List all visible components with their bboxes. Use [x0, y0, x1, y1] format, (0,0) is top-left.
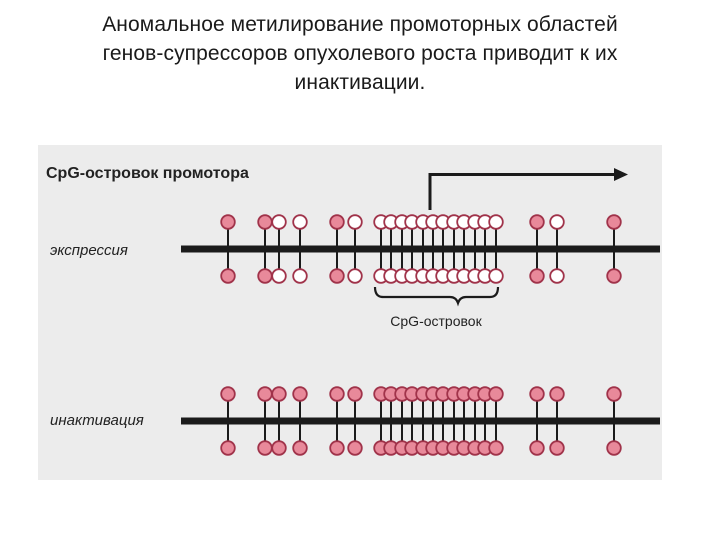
- expression-cpg-site: [435, 214, 451, 284]
- dna-row-expression: [181, 214, 660, 284]
- methylation-figure: CpG-островок промотора экспрессия инакти…: [38, 145, 662, 480]
- inactivation-cpg-site: [220, 386, 236, 456]
- expression-cpg-site: [220, 214, 236, 284]
- title-line-1: Аномальное метилирование промоторных обл…: [102, 13, 618, 36]
- unmethylated-cpg-icon: [347, 214, 363, 230]
- methylated-cpg-icon: [257, 268, 273, 284]
- slide-title: Аномальное метилирование промоторных обл…: [30, 10, 690, 97]
- methylation-diagram: CpG-островок промотора экспрессия инакти…: [46, 165, 660, 456]
- unmethylated-cpg-icon: [271, 214, 287, 230]
- cpg-island-label: CpG-островок: [390, 313, 482, 329]
- methylated-cpg-icon: [329, 386, 345, 402]
- expression-cpg-site: [549, 214, 565, 284]
- methylated-cpg-icon: [529, 214, 545, 230]
- inactivation-cpg-site: [347, 386, 363, 456]
- methylated-cpg-icon: [549, 440, 565, 456]
- inactivation-cpg-site: [329, 386, 345, 456]
- methylated-cpg-icon: [292, 386, 308, 402]
- methylated-cpg-icon: [549, 386, 565, 402]
- inactivation-cpg-site: [404, 386, 420, 456]
- unmethylated-cpg-icon: [488, 268, 504, 284]
- expression-cpg-site: [347, 214, 363, 284]
- title-line-2: генов-супрессоров опухолевого роста прив…: [102, 42, 618, 65]
- expression-cpg-site: [456, 214, 472, 284]
- figure-heading: CpG-островок промотора: [46, 165, 249, 182]
- expression-cpg-site: [477, 214, 493, 284]
- methylated-cpg-icon: [606, 386, 622, 402]
- unmethylated-cpg-icon: [271, 268, 287, 284]
- row-inactivation-label: инактивация: [50, 412, 144, 429]
- methylated-cpg-icon: [257, 440, 273, 456]
- methylated-cpg-icon: [220, 268, 236, 284]
- methylated-cpg-icon: [220, 214, 236, 230]
- methylated-cpg-icon: [606, 214, 622, 230]
- methylated-cpg-icon: [347, 440, 363, 456]
- transcription-arrow-icon: [428, 168, 628, 210]
- expression-cpg-site: [383, 214, 399, 284]
- title-line-3: инактивации.: [294, 71, 426, 94]
- methylated-cpg-icon: [329, 268, 345, 284]
- inactivation-cpg-site: [257, 386, 273, 456]
- unmethylated-cpg-icon: [292, 214, 308, 230]
- inactivation-cpg-site: [383, 386, 399, 456]
- inactivation-cpg-site: [488, 386, 504, 456]
- expression-cpg-site: [529, 214, 545, 284]
- inactivation-cpg-site: [435, 386, 451, 456]
- unmethylated-cpg-icon: [488, 214, 504, 230]
- methylated-cpg-icon: [529, 440, 545, 456]
- expression-cpg-site: [292, 214, 308, 284]
- inactivation-cpg-site: [606, 386, 622, 456]
- methylated-cpg-icon: [529, 268, 545, 284]
- methylated-cpg-icon: [488, 386, 504, 402]
- inactivation-cpg-site: [292, 386, 308, 456]
- unmethylated-cpg-icon: [549, 268, 565, 284]
- methylated-cpg-icon: [488, 440, 504, 456]
- methylated-cpg-icon: [529, 386, 545, 402]
- methylated-cpg-icon: [347, 386, 363, 402]
- methylated-cpg-icon: [220, 386, 236, 402]
- dna-row-inactivation: [181, 386, 660, 456]
- row-expression-label: экспрессия: [50, 242, 128, 259]
- methylated-cpg-icon: [606, 440, 622, 456]
- methylated-cpg-icon: [271, 386, 287, 402]
- expression-cpg-site: [446, 214, 462, 284]
- expression-cpg-site: [329, 214, 345, 284]
- unmethylated-cpg-icon: [292, 268, 308, 284]
- methylated-cpg-icon: [606, 268, 622, 284]
- methylated-cpg-icon: [257, 214, 273, 230]
- methylated-cpg-icon: [257, 386, 273, 402]
- expression-cpg-site: [488, 214, 504, 284]
- inactivation-cpg-site: [529, 386, 545, 456]
- expression-cpg-site: [606, 214, 622, 284]
- expression-cpg-site: [271, 214, 287, 284]
- methylated-cpg-icon: [292, 440, 308, 456]
- cpg-island-brace-icon: [373, 286, 500, 307]
- methylated-cpg-icon: [329, 214, 345, 230]
- inactivation-cpg-site: [271, 386, 287, 456]
- methylated-cpg-icon: [220, 440, 236, 456]
- inactivation-cpg-site: [549, 386, 565, 456]
- unmethylated-cpg-icon: [549, 214, 565, 230]
- methylated-cpg-icon: [271, 440, 287, 456]
- unmethylated-cpg-icon: [347, 268, 363, 284]
- methylated-cpg-icon: [329, 440, 345, 456]
- expression-cpg-site: [257, 214, 273, 284]
